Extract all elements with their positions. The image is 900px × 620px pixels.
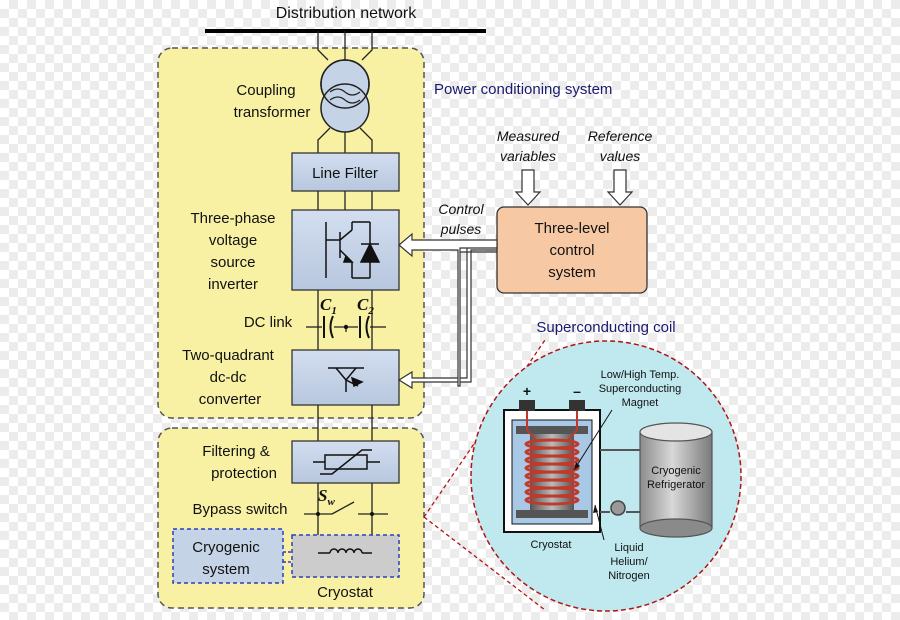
inverter-label-1: Three-phase: [190, 210, 275, 227]
magnet-pointer-head: [574, 462, 580, 470]
bypass-switch-label: Bypass switch: [192, 501, 287, 518]
coil-detail-circle: [470, 340, 742, 612]
grid-phase-lines: [317, 31, 373, 64]
cryogenic-refrigerator-icon: [639, 422, 713, 538]
coupling-transformer-icon: [320, 59, 370, 133]
control-pulses-arrows: [397, 232, 498, 390]
dc-link-midpoint: [343, 324, 349, 330]
magnet-label-2: Superconducting: [599, 383, 682, 395]
reference-arrow-icon: [606, 169, 634, 206]
cryogenic-system-box: [172, 528, 284, 584]
magnet-label-3: Magnet: [622, 397, 659, 409]
filtering-label-2: protection: [211, 465, 277, 482]
bypass-node-right: [370, 512, 374, 516]
superconducting-magnet-coil-icon: [524, 438, 580, 506]
refrigerator-label-2: Refrigerator: [647, 479, 705, 491]
dcdc-label-2: dc-dc: [210, 369, 247, 386]
dc-link-wiring: [306, 290, 386, 350]
measured-arrow-icon: [514, 169, 542, 206]
inverter-label-4: inverter: [208, 276, 258, 293]
magnet-pointer: [573, 409, 613, 471]
dcdc-switch-icon: [328, 367, 364, 392]
coil-inductor-icon: [318, 548, 372, 554]
measured-variables-label-2: variables: [500, 148, 556, 164]
control-pulses-label-1: Control: [438, 201, 484, 217]
helium-label-2: Helium/: [610, 556, 648, 568]
c1-label: C1: [320, 295, 337, 317]
control-system-label-3: system: [548, 264, 596, 281]
helium-label-1: Liquid: [614, 542, 643, 554]
cryostat-detail-label: Cryostat: [531, 539, 572, 551]
reference-values-label-2: values: [600, 148, 640, 164]
dcdc-label-3: converter: [199, 391, 262, 408]
minus-label: –: [573, 383, 581, 399]
dc-link-label: DC link: [244, 314, 293, 331]
pump-icon: [610, 500, 626, 516]
dcdc-filter-lines: [317, 405, 373, 441]
filtering-label-1: Filtering &: [202, 443, 270, 460]
sw-label: Sw: [318, 486, 335, 508]
zoom-line-bottom: [423, 516, 546, 611]
distribution-network-label: Distribution network: [276, 5, 418, 22]
line-filter-block: [291, 152, 400, 192]
bypass-node-left: [316, 512, 320, 516]
control-system-label-2: control: [549, 242, 594, 259]
line-filter-label: Line Filter: [312, 165, 378, 182]
filtering-block: [291, 440, 400, 484]
terminal-plus: [519, 400, 535, 411]
inverter-block: [291, 209, 400, 291]
superconducting-coil-label: Superconducting coil: [536, 319, 675, 336]
c2-label: C2: [357, 295, 374, 317]
capacitor-c1: [323, 315, 334, 339]
cryogenic-system-label-2: system: [202, 561, 250, 578]
refrigerator-label-1: Cryogenic: [651, 465, 701, 477]
helium-pointer-head: [593, 505, 598, 513]
magnet-label-1: Low/High Temp.: [601, 369, 680, 381]
capacitor-c2: [359, 315, 370, 339]
control-pulses-label-2: pulses: [440, 221, 481, 237]
cryostat-label: Cryostat: [317, 584, 374, 601]
measured-variables-label-1: Measured: [497, 128, 560, 144]
dcdc-converter-block: [291, 349, 400, 406]
helium-label-3: Nitrogen: [608, 570, 650, 582]
cryostat-box: [291, 534, 400, 578]
inverter-label-3: source: [210, 254, 255, 271]
coupling-transformer-label-2: transformer: [234, 104, 311, 121]
terminal-minus: [569, 400, 585, 411]
refrigerator-pipes: [600, 449, 640, 513]
cryogenic-system-label-1: Cryogenic: [192, 539, 260, 556]
magnet-leads: [526, 410, 578, 441]
dcdc-label-1: Two-quadrant: [182, 347, 275, 364]
plus-label: +: [523, 383, 531, 399]
control-system-label-1: Three-level: [534, 220, 609, 237]
power-conditioning-label: Power conditioning system: [434, 81, 612, 98]
varistor-icon: [313, 449, 380, 475]
inverter-label-2: voltage: [209, 232, 257, 249]
coupling-transformer-label-1: Coupling: [236, 82, 295, 99]
filter-inverter-lines: [317, 191, 373, 210]
igbt-diode-icon: [325, 221, 381, 279]
power-conditioning-panel: [157, 47, 425, 419]
reference-values-label-1: Reference: [588, 128, 653, 144]
transformer-filter-lines: [317, 127, 373, 153]
